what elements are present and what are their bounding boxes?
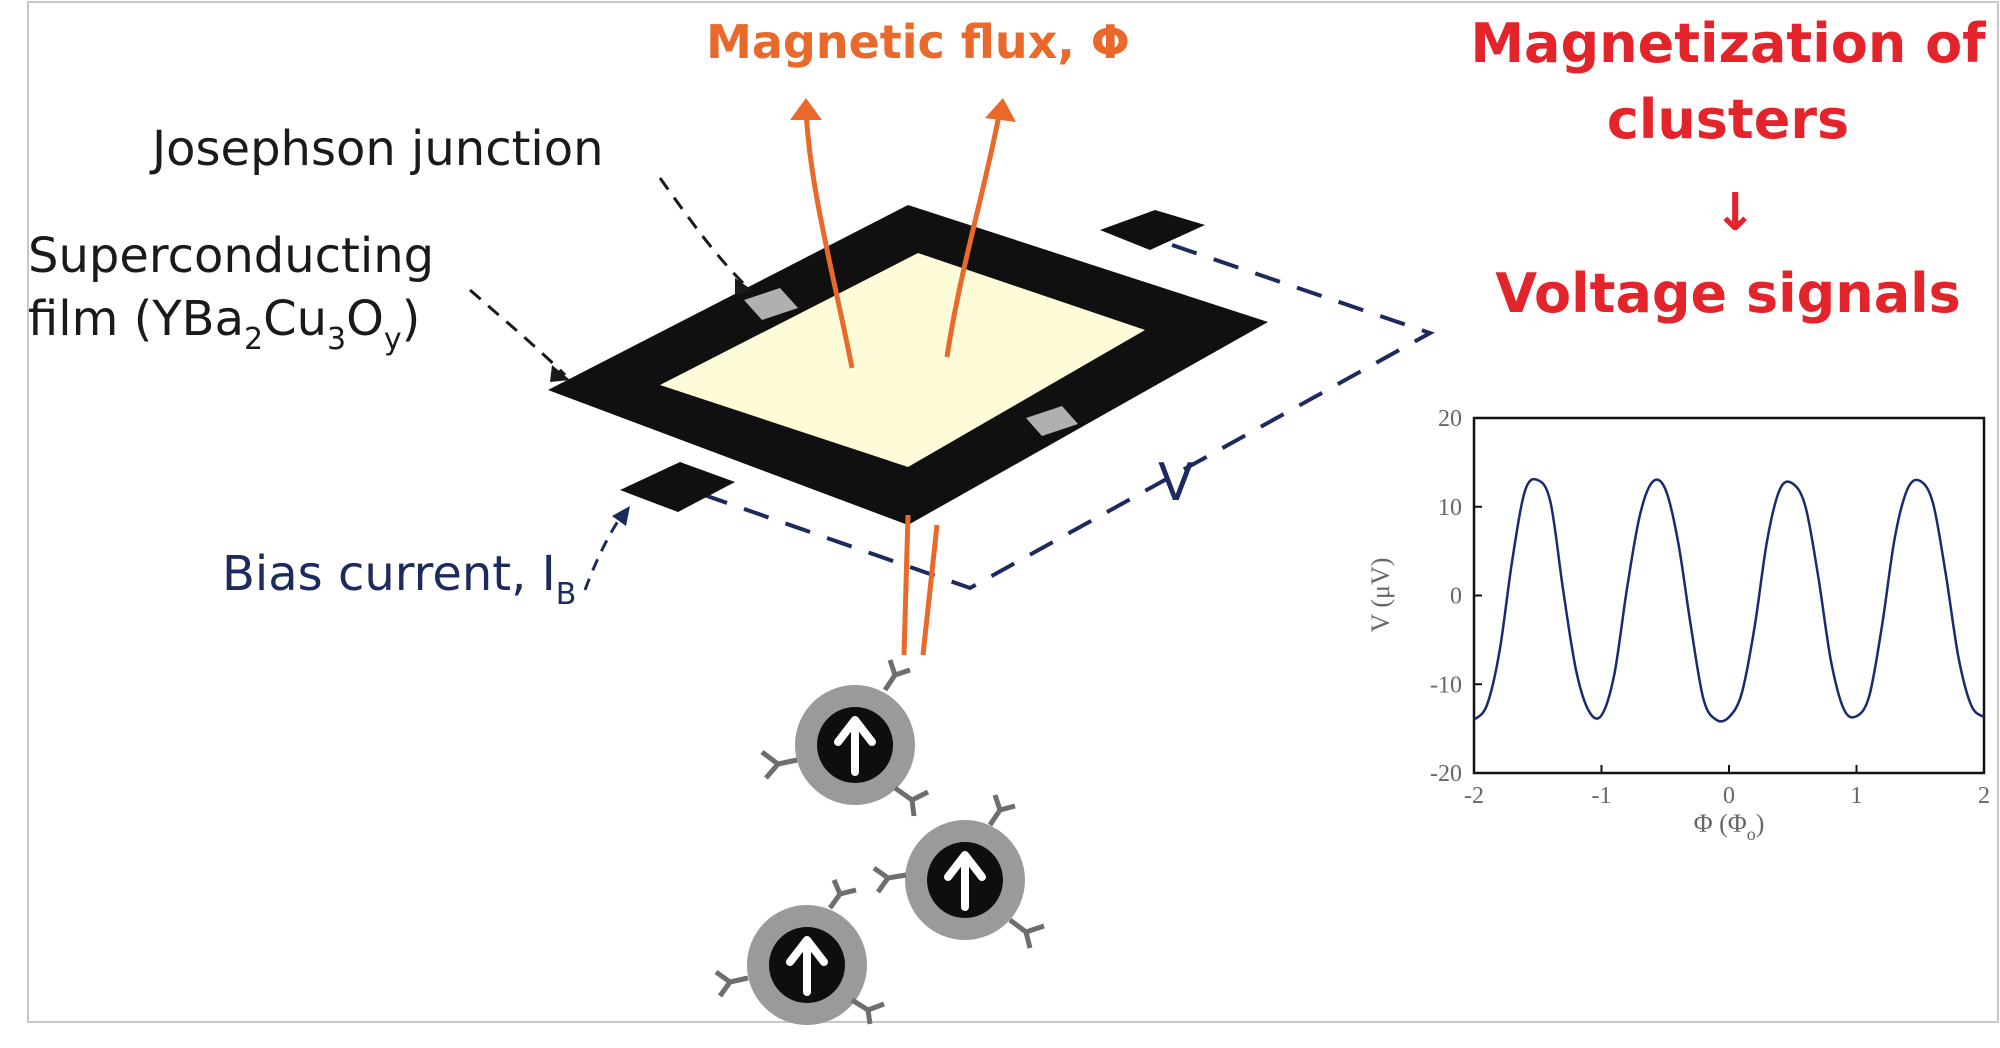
down-arrow-icon: ↓ <box>1713 183 1757 243</box>
bias-leader-arrowhead <box>612 506 630 526</box>
chart-data-point <box>1830 660 1832 662</box>
chart-x-tick-label: -1 <box>1592 783 1612 809</box>
chart-data-point <box>1549 501 1552 504</box>
chart-y-tick-label: -10 <box>1430 672 1462 698</box>
loop-interior <box>660 253 1145 467</box>
chart-data-point <box>1855 715 1858 717</box>
chart-data-point <box>1804 505 1807 508</box>
chart-data-point <box>1562 590 1565 592</box>
chart-data-point <box>1906 488 1909 490</box>
chart-data-point <box>1881 624 1883 627</box>
chart-x-tick-label: 0 <box>1723 783 1735 809</box>
flux-arrowhead-left <box>790 98 822 120</box>
film-leader-arrowhead <box>550 365 570 382</box>
bias-leader-line <box>583 514 624 591</box>
chart-data-point <box>1498 650 1501 653</box>
josephson-junction-bottom <box>1026 406 1078 436</box>
josephson-junction-label: Josephson junction <box>149 121 604 177</box>
flux-lines-upper <box>803 109 1003 369</box>
chart-data-point <box>1485 704 1488 707</box>
chart-y-tick-label: 0 <box>1450 584 1462 610</box>
chart-y-tick-label: -20 <box>1430 761 1462 787</box>
voltage-signals-label: Voltage signals <box>1495 262 1961 325</box>
voltage-dashed-path <box>689 243 1435 591</box>
chart-y-axis-label: V (μV) <box>1366 558 1395 633</box>
magnetic-flux-label: Magnetic flux, Φ <box>706 15 1130 69</box>
chart-data-point <box>1842 708 1845 710</box>
chart-data-point <box>1728 716 1730 718</box>
chart-data-point <box>1740 692 1743 694</box>
chart-data-point <box>1715 718 1718 721</box>
bias-current-label: Bias current, IB <box>222 546 576 612</box>
particle-3 <box>714 879 885 1025</box>
chart-data-point <box>1575 669 1577 671</box>
voltage-v-label: V <box>1158 453 1194 513</box>
chart-data-point <box>1511 559 1514 561</box>
chart-data-point <box>1919 480 1922 482</box>
chart-data-point <box>1868 694 1871 697</box>
bottom-left-lead <box>620 462 735 512</box>
chart-data-point <box>1473 718 1475 721</box>
chart-data-point <box>1702 698 1705 701</box>
film-label-line1: Superconducting <box>28 228 434 284</box>
spin-arrow-icon <box>786 936 828 996</box>
chart-data-point <box>1664 488 1667 490</box>
particle-2 <box>872 794 1045 949</box>
chart-data-point <box>1970 704 1973 707</box>
film-label-line2: film (YBa2Cu3Oy) <box>28 291 420 357</box>
particle-1 <box>760 659 930 817</box>
magnetization-label-line2: clusters <box>1607 88 1849 151</box>
chart-data-point <box>1932 502 1934 505</box>
top-right-lead <box>1100 210 1205 250</box>
chart-data-point <box>1626 587 1628 590</box>
chart-x-tick-label: 1 <box>1851 783 1863 809</box>
chart-y-tick-label: 20 <box>1438 406 1462 432</box>
spin-arrow-icon <box>834 716 876 776</box>
chart-data-point <box>1817 576 1820 578</box>
chart-data-point <box>1753 626 1756 629</box>
flux-lines-lower <box>901 514 940 656</box>
josephson-leader-arrowhead <box>735 278 752 296</box>
antibody-icon <box>760 659 930 817</box>
chart-data-point <box>1600 714 1603 717</box>
chart-plot-frame <box>1472 416 1986 775</box>
leader-lines <box>469 177 747 377</box>
chart-x-axis-label: Φ (Φo) <box>1694 809 1765 844</box>
chart-x-tick-label: 2 <box>1978 783 1990 809</box>
chart-data-point <box>1983 716 1985 718</box>
chart-y-tick-label: 10 <box>1438 495 1462 521</box>
chart-data-point <box>1957 656 1960 659</box>
chart-data-point <box>1613 673 1616 676</box>
chart-data-point <box>1893 537 1896 539</box>
antibody-icon <box>714 879 885 1025</box>
figure-border <box>27 1 1999 1023</box>
magnetization-label-line1: Magnetization of <box>1470 12 1986 75</box>
chart-data-point <box>1651 481 1654 483</box>
chart-data-point <box>1638 514 1641 517</box>
chart-data-point <box>1524 489 1526 492</box>
chart-data-point <box>1536 479 1539 481</box>
chart-data-point <box>1677 540 1679 543</box>
spin-arrow-icon <box>944 851 986 911</box>
chart-data-point <box>1587 710 1590 712</box>
chart-data-point <box>1766 538 1769 541</box>
chart-data-point <box>1689 624 1692 627</box>
chart-x-tick-label: -2 <box>1464 783 1484 809</box>
chart-data-point <box>1944 573 1947 575</box>
chart-data-point <box>1779 488 1781 490</box>
josephson-junction-top <box>744 288 798 320</box>
chart-data-point <box>1791 482 1794 485</box>
flux-arrowhead-right <box>985 98 1016 122</box>
antibody-icon <box>872 794 1045 949</box>
